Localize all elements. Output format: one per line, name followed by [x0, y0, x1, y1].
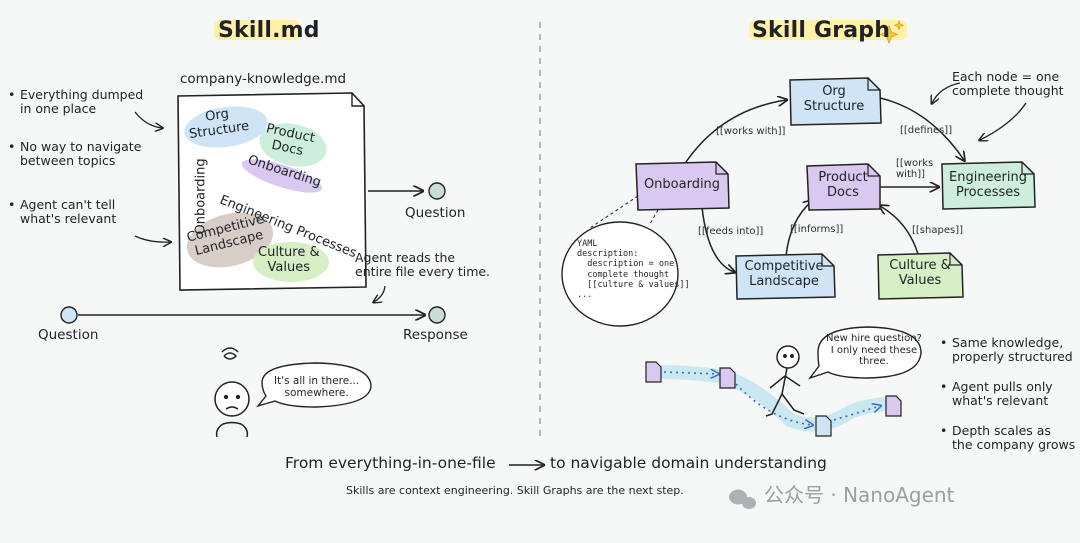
edge-org-eng — [879, 97, 964, 160]
edge-label-defines: [[defines]] — [900, 125, 953, 136]
blob-competitive — [186, 212, 274, 268]
bullet-dot: • — [940, 423, 948, 438]
left-bullet-3: Agent can't tell what's relevant — [20, 197, 117, 227]
node-note: Each node = one complete thought — [952, 69, 1064, 99]
walking-agent-figure — [765, 345, 805, 417]
question-bottom-node — [60, 306, 78, 324]
left-speech-text: It's all in there... somewhere. — [274, 375, 360, 400]
edge-label-works-with: [[works with]] — [716, 126, 786, 137]
node-culture-values — [877, 252, 964, 300]
edge-label-works-with-2: [[works with]] — [896, 158, 934, 180]
footer-main-left: From everything-in-one-file — [285, 454, 496, 472]
node-engineering-processes — [941, 161, 1036, 210]
dotted-path-2 — [735, 383, 812, 425]
bullet-dot: • — [8, 139, 16, 154]
doc-icon — [885, 395, 902, 417]
question-top-label: Question — [405, 205, 466, 221]
title-highlight-right — [749, 20, 907, 40]
node-competitive-landscape — [735, 253, 836, 300]
bullet-dot: • — [8, 87, 16, 102]
agent-reads-arrow — [374, 285, 386, 302]
footer-sub: Skills are context engineering. Skill Gr… — [346, 484, 684, 497]
node-onboarding-label: Onboarding — [643, 177, 721, 192]
edge-label-shapes: [[shapes]] — [912, 225, 963, 236]
right-title: Skill Graph — [752, 18, 891, 43]
question-bottom-label: Question — [38, 327, 99, 343]
note-arrow — [932, 82, 961, 103]
footer-main-right: to navigable domain understanding — [550, 454, 827, 472]
node-culture-label: Culture & Values — [889, 258, 951, 288]
doc-icon — [645, 361, 662, 383]
blob-onboarding — [241, 159, 323, 193]
node-onboarding — [635, 161, 730, 211]
wechat-logo — [729, 489, 756, 509]
title-highlight-left — [214, 20, 300, 40]
speech-bubble-right — [808, 326, 922, 380]
right-bullet-3: Depth scales as the company grows — [952, 423, 1076, 453]
dotted-path-3 — [833, 406, 880, 421]
response-node — [428, 306, 446, 324]
bullet-dot: • — [940, 379, 948, 394]
bullet-dot: • — [940, 335, 948, 350]
file-topic-culture: Culture & Values — [258, 245, 320, 275]
edge-culture-product — [880, 206, 919, 255]
right-speech-text: New hire question? I only need these thr… — [826, 333, 922, 367]
left-bullet-2: No way to navigate between topics — [20, 139, 142, 169]
left-title: Skill.md — [218, 18, 320, 43]
edge-label-feeds-into: [[feeds into]] — [698, 226, 764, 237]
doc-icon — [815, 415, 832, 437]
left-bullet-1: Everything dumped in one place — [20, 87, 144, 117]
file-topic-onboarding-vert: Onboarding — [193, 158, 209, 235]
right-bullet-2: Agent pulls only what's relevant — [952, 379, 1053, 409]
bullet-arrow-3 — [134, 235, 170, 242]
glow-path — [645, 365, 900, 432]
watermark: 公众号 · NanoAgent — [764, 483, 955, 507]
bullet-arrow-1 — [134, 111, 162, 128]
question-top-node — [428, 182, 446, 200]
node-eng-label: Engineering Processes — [949, 170, 1027, 200]
blob-culture — [253, 242, 329, 282]
right-bullet-1: Same knowledge, properly structured — [952, 335, 1073, 365]
yaml-text: YAML description: description = one comp… — [577, 239, 690, 300]
node-product-label: Product Docs — [818, 170, 868, 200]
node-competitive-label: Competitive Landscape — [744, 259, 824, 289]
node-org-label: Org Structure — [803, 84, 865, 114]
speech-bubble-left — [256, 362, 372, 408]
edge-label-informs: [[informs]] — [790, 224, 844, 235]
agent-reads-note: Agent reads the entire file every time. — [355, 250, 491, 280]
edge-onboarding-competitive — [701, 206, 734, 272]
response-label: Response — [403, 327, 468, 343]
file-name: company-knowledge.md — [180, 71, 347, 87]
note-arrow-2 — [980, 102, 1027, 140]
yaml-leader-1 — [589, 195, 639, 229]
yaml-leader-2 — [649, 209, 659, 225]
blob-product — [259, 123, 327, 167]
node-product-docs — [806, 163, 881, 211]
confused-agent-figure — [214, 347, 250, 438]
blob-org — [184, 106, 268, 148]
edge-onboarding-org — [685, 100, 786, 163]
bullet-dot: • — [8, 197, 16, 212]
doc-icon — [719, 367, 736, 389]
sparkles-icon — [879, 19, 905, 45]
yaml-callout — [561, 221, 679, 327]
node-org-structure — [789, 77, 882, 126]
